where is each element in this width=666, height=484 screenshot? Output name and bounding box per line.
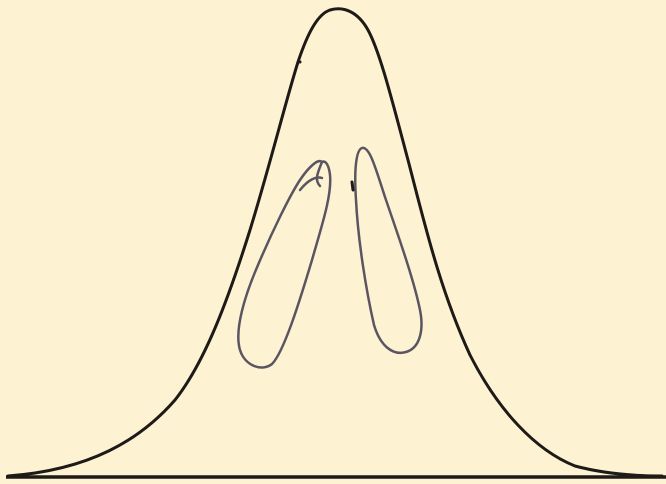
left-inner-loop xyxy=(237,159,332,369)
dot-mark xyxy=(298,60,302,64)
right-inner-loop xyxy=(354,146,423,355)
center-mark xyxy=(350,180,355,192)
bell-outline xyxy=(6,7,664,478)
left-loop-overstroke xyxy=(298,160,324,192)
